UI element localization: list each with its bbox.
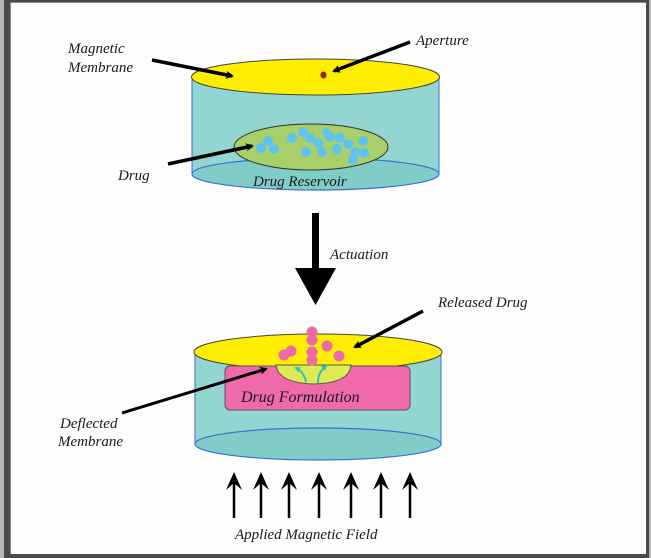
drug-reservoir-label: Drug Reservoir — [252, 174, 347, 190]
field-arrow — [343, 472, 359, 518]
drug-particles — [256, 127, 369, 165]
membrane-pointer-arrow — [151, 58, 234, 79]
actuation-transition: Actuation — [295, 213, 388, 305]
applied-magnetic-field-arrows — [226, 472, 418, 518]
field-arrow — [253, 472, 269, 518]
applied-magnetic-field-label: Applied Magnetic Field — [234, 527, 378, 543]
top-device: Magnetic Membrane Aperture Drug Drug Res… — [67, 33, 469, 191]
released-drug-pointer-arrow — [353, 309, 424, 349]
magnetic-membrane — [191, 58, 440, 96]
bottom-cylinder-base — [194, 427, 442, 461]
actuation-label: Actuation — [329, 247, 388, 263]
aperture-hole — [320, 71, 327, 79]
field-arrow — [402, 472, 418, 518]
field-arrow — [226, 472, 242, 518]
actuation-arrow-shaft — [312, 213, 319, 273]
field-arrow — [373, 472, 389, 518]
deflected-membrane-label-line2: Membrane — [57, 434, 123, 450]
flow-arrow — [294, 367, 307, 383]
flow-arrow — [317, 364, 328, 384]
magnetic-membrane-label-line2: Membrane — [67, 60, 133, 76]
aperture-label: Aperture — [415, 33, 469, 49]
aperture-pointer-arrow — [332, 40, 411, 73]
drug-label: Drug — [117, 168, 150, 184]
field-arrow — [281, 472, 297, 518]
drug-formulation-label: Drug Formulation — [240, 389, 360, 406]
drug-pointer-arrow — [167, 143, 254, 166]
deflected-membrane-pointer-arrow — [121, 366, 268, 415]
released-drug-label: Released Drug — [437, 295, 528, 311]
released-drug-particles — [278, 326, 345, 366]
field-arrow — [311, 472, 327, 518]
deflected-membrane-label-line1: Deflected — [59, 416, 118, 432]
magnetic-membrane-label-line1: Magnetic — [67, 41, 125, 57]
bottom-device: Released Drug Drug Formulation Deflected… — [57, 295, 528, 461]
actuation-arrow-head — [295, 268, 336, 305]
